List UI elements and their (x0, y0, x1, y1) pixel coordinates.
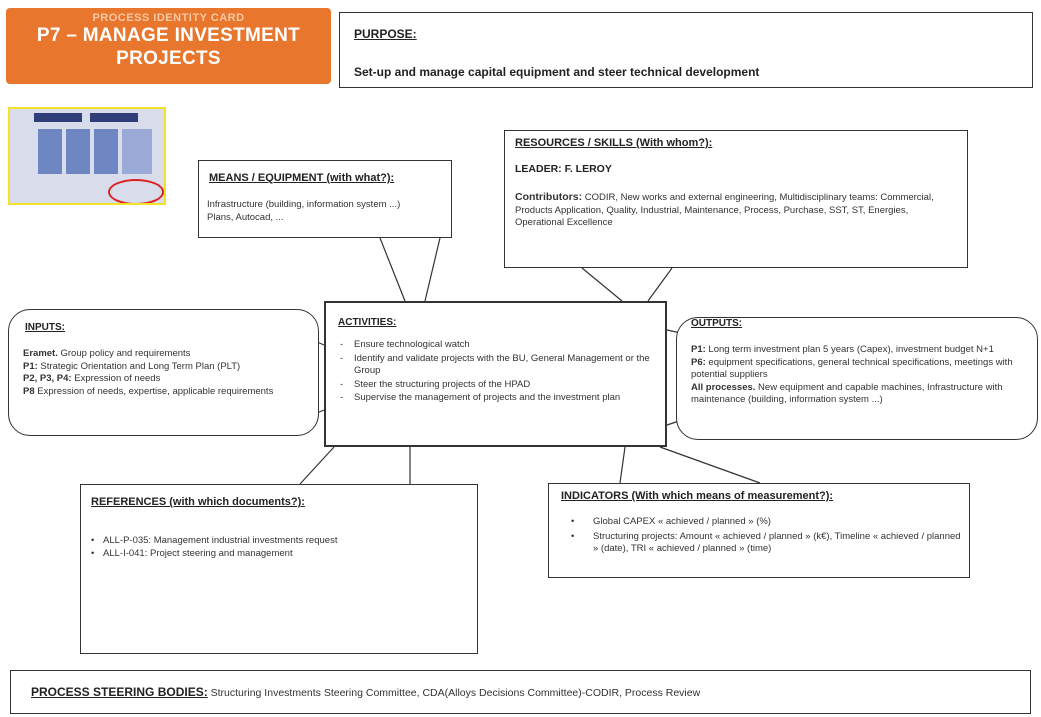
indicators-box: INDICATORS (With which means of measurem… (548, 483, 970, 578)
outputs-list: P1: Long term investment plan 5 years (C… (691, 344, 1027, 407)
means-body: Infrastructure (building, information sy… (207, 199, 400, 224)
reference-item: ALL-P-035: Management industrial investm… (89, 535, 337, 548)
activity-item: Ensure technological watch (336, 339, 658, 352)
activity-item: Identify and validate projects with the … (336, 353, 658, 378)
means-connector (424, 237, 441, 302)
steering-bodies-box: PROCESS STEERING BODIES: Structuring Inv… (10, 670, 1031, 714)
activities-list: Ensure technological watch Identify and … (336, 339, 658, 406)
contributors-label: Contributors: (515, 191, 583, 203)
thumbnail-header-block (90, 113, 138, 122)
activities-box: ACTIVITIES: Ensure technological watch I… (324, 301, 667, 447)
input-item: P2, P3, P4: Expression of needs (23, 373, 308, 386)
thumbnail-column (38, 129, 62, 174)
output-item-label: P6: (691, 356, 706, 368)
resources-connector (647, 267, 673, 302)
thumbnail-header-block (34, 113, 82, 122)
purpose-box: PURPOSE: Set-up and manage capital equip… (339, 12, 1033, 88)
output-item: P1: Long term investment plan 5 years (C… (691, 344, 1027, 357)
outputs-box: OUTPUTS: P1: Long term investment plan 5… (676, 317, 1038, 440)
indicators-title: INDICATORS (With which means of measurem… (561, 490, 834, 502)
input-item-label: P1: (23, 360, 38, 372)
card-title-line2: PROJECTS (116, 48, 221, 69)
input-item-text: Expression of needs, expertise, applicab… (34, 385, 274, 397)
reference-item: ALL-I-041: Project steering and manageme… (89, 548, 337, 561)
process-identity-card: PROCESS IDENTITY CARD P7 – MANAGE INVEST… (6, 8, 331, 84)
activity-item: Steer the structuring projects of the HP… (336, 379, 658, 392)
input-item-label: P8 (23, 385, 35, 397)
output-item-label: P1: (691, 344, 706, 355)
thumbnail-column (122, 129, 152, 174)
thumbnail-column (94, 129, 118, 174)
resources-connector (581, 267, 623, 302)
input-item: P1: Strategic Orientation and Long Term … (23, 361, 308, 374)
input-item-text: Strategic Orientation and Long Term Plan… (37, 360, 241, 372)
means-title: MEANS / EQUIPMENT (with what?): (209, 172, 395, 184)
process-leader: LEADER: F. LEROY (515, 163, 612, 175)
purpose-text: Set-up and manage capital equipment and … (354, 65, 760, 79)
steering-row: PROCESS STEERING BODIES: Structuring Inv… (31, 685, 700, 699)
references-list: ALL-P-035: Management industrial investm… (89, 535, 337, 560)
references-box: REFERENCES (with which documents?): ALL-… (80, 484, 478, 654)
output-item: All processes. New equipment and capable… (691, 382, 1027, 407)
input-item-label: P2, P3, P4: (23, 373, 72, 384)
inputs-list: Eramet. Group policy and requirements P1… (23, 348, 308, 398)
input-item: Eramet. Group policy and requirements (23, 348, 308, 361)
means-connector (379, 237, 406, 302)
activity-item: Supervise the management of projects and… (336, 392, 658, 405)
indicators-connector (659, 446, 761, 484)
contributors-text: CODIR, New works and external engineerin… (515, 192, 934, 228)
highlight-circle-icon (108, 179, 164, 203)
output-item-text: Long term investment plan 5 years (Capex… (705, 344, 994, 355)
thumbnail-column (66, 129, 90, 174)
process-map-thumbnail (8, 107, 166, 205)
card-subtitle: PROCESS IDENTITY CARD (92, 12, 245, 24)
indicator-item: Global CAPEX « achieved / planned » (%) (571, 516, 961, 529)
indicators-list: Global CAPEX « achieved / planned » (%) … (571, 516, 961, 558)
input-item-text: Expression of needs (71, 373, 161, 384)
output-item: P6: equipment specifications, general te… (691, 357, 1027, 382)
input-item-text: Group policy and requirements (57, 348, 191, 359)
input-item: P8 Expression of needs, expertise, appli… (23, 386, 308, 399)
card-title-line1: P7 – MANAGE INVESTMENT (36, 25, 301, 46)
steering-label: PROCESS STEERING BODIES: (31, 685, 208, 699)
output-item-text: New equipment and capable machines, Infr… (691, 381, 1003, 406)
inputs-title: INPUTS: (25, 322, 65, 333)
input-item-label: Eramet. (23, 348, 58, 359)
means-line: Infrastructure (building, information sy… (207, 199, 401, 210)
means-line: Plans, Autocad, ... (207, 211, 284, 223)
indicators-connector (619, 446, 626, 484)
resources-skills-box: RESOURCES / SKILLS (With whom?): LEADER:… (504, 130, 968, 268)
references-title: REFERENCES (with which documents?): (91, 496, 305, 508)
steering-text: Structuring Investments Steering Committ… (207, 687, 701, 699)
activities-title: ACTIVITIES: (338, 317, 397, 328)
means-equipment-box: MEANS / EQUIPMENT (with what?): Infrastr… (198, 160, 452, 238)
indicator-item: Structuring projects: Amount « achieved … (571, 531, 961, 556)
output-item-label: All processes. (691, 381, 756, 393)
output-item-text: equipment specifications, general techni… (691, 356, 1013, 381)
inputs-box: INPUTS: Eramet. Group policy and require… (8, 309, 319, 436)
resources-title: RESOURCES / SKILLS (With whom?): (515, 137, 713, 149)
purpose-title: PURPOSE: (354, 27, 417, 41)
outputs-title: OUTPUTS: (691, 318, 743, 329)
contributors: Contributors: CODIR, New works and exter… (515, 191, 955, 230)
references-connector (299, 446, 335, 485)
